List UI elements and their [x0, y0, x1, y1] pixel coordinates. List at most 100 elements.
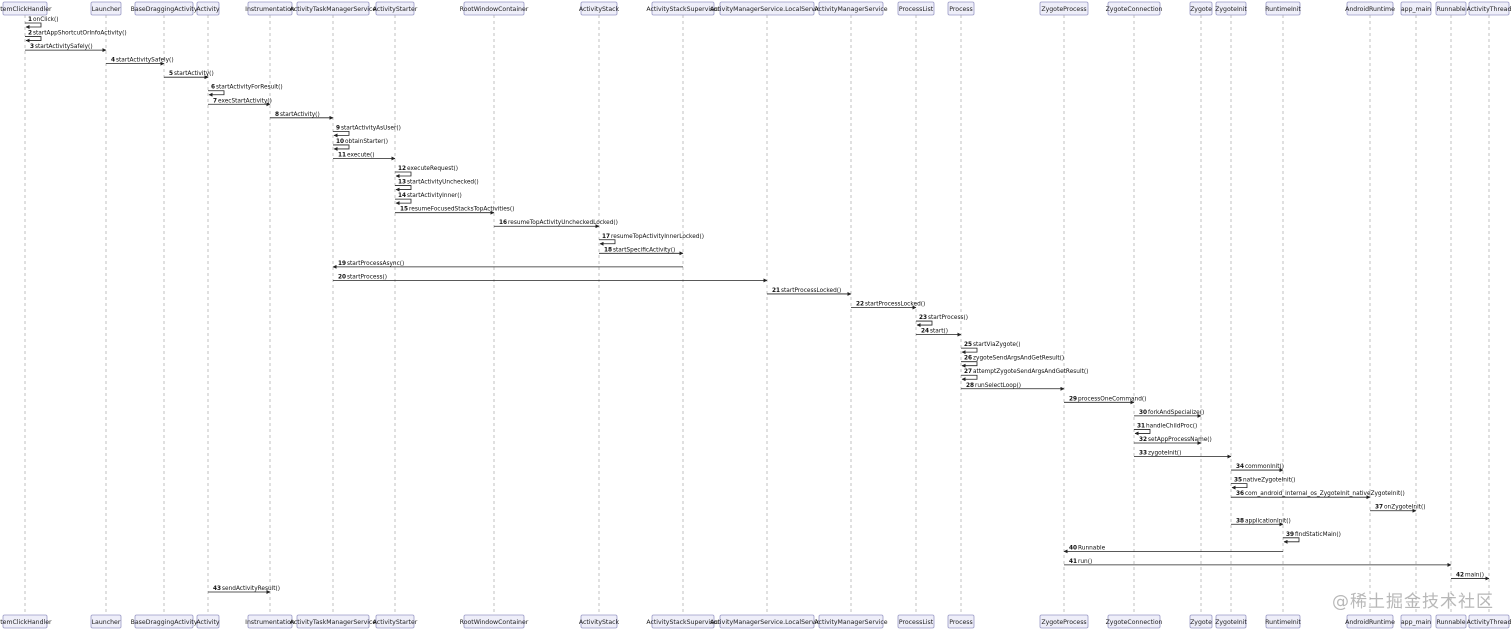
participant-name: ZygoteInit	[1215, 6, 1247, 13]
message-number: 18	[604, 247, 612, 253]
participant-name: ActivityStack	[579, 6, 620, 13]
message-number: 27	[964, 369, 972, 375]
self-message-arrow	[333, 130, 350, 138]
message-number: 2	[28, 31, 32, 37]
participant-box-top: ZygoteInit	[1215, 1, 1247, 16]
participant-name: ProcessList	[899, 6, 934, 13]
message-number: 24	[921, 329, 929, 335]
message-number: 11	[338, 152, 346, 158]
participant-box-bottom: RuntimeInit	[1265, 614, 1301, 629]
participant-name: ActivityStackSupervisor	[646, 6, 720, 13]
participant-name: app_main	[1401, 619, 1431, 626]
participant-box-bottom: ZygoteProcess	[1039, 614, 1089, 629]
message-number: 40	[1069, 545, 1077, 551]
message-number: 30	[1139, 410, 1147, 416]
watermark-text: @稀土掘金技术社区	[1332, 592, 1494, 612]
message-number: 7	[213, 98, 217, 104]
participant-name: Runnable	[1436, 619, 1465, 626]
message-label: resumeFocusedStacksTopActivities()	[409, 207, 514, 213]
participant-name: app_main	[1401, 6, 1431, 13]
participant-name: ItemClickHandler	[0, 619, 52, 626]
message-number: 38	[1236, 518, 1244, 524]
message-number: 33	[1139, 451, 1147, 457]
message-number: 1	[28, 17, 32, 23]
participant-box-bottom: app_main	[1400, 614, 1432, 629]
self-message-arrow	[395, 171, 412, 179]
participant-box-bottom: ActivityTaskManagerService	[290, 614, 376, 629]
participant-name: ZygoteInit	[1215, 619, 1247, 626]
participant-box-bottom: ActivityThread	[1467, 614, 1511, 629]
message-label: startProcessLocked()	[781, 288, 841, 294]
message-number: 16	[499, 220, 507, 226]
message-label: startActivity()	[174, 71, 214, 77]
participant-box-top: Launcher	[90, 1, 122, 16]
message-label: startProcess()	[928, 315, 968, 321]
self-message-arrow	[395, 185, 412, 192]
participant-name: ZygoteProcess	[1041, 619, 1086, 626]
participant-name: ActivityThread	[1467, 6, 1512, 13]
message-label: startActivityUnchecked()	[407, 180, 479, 186]
message-label: onZygoteInit()	[1384, 505, 1425, 511]
self-message-arrow	[1231, 483, 1248, 490]
message-label: commonInit()	[1245, 464, 1284, 470]
participant-box-bottom: Process	[947, 614, 975, 629]
participant-name: ZygoteConnection	[1106, 6, 1163, 13]
message-label: startProcessLocked()	[865, 302, 925, 308]
message-label: zygoteInit()	[1148, 451, 1181, 457]
message-label: onClick()	[33, 17, 59, 23]
participant-name: RootWindowContainer	[460, 619, 529, 626]
participant-name: Launcher	[92, 6, 121, 13]
participant-box-top: Runnable	[1435, 1, 1467, 16]
message-number: 6	[211, 85, 215, 91]
message-number: 17	[602, 234, 610, 240]
message-label: startAppShortcutOrInfoActivity()	[33, 31, 127, 37]
participant-name: BaseDraggingActivity	[131, 6, 198, 13]
message-label: resumeTopActivityInnerLocked()	[611, 234, 704, 240]
participant-box-bottom: RootWindowContainer	[460, 614, 529, 629]
message-label: com_android_internal_os_ZygoteInit_nativ…	[1245, 491, 1405, 497]
message-label: startActivity()	[280, 112, 320, 118]
participant-name: Launcher	[92, 619, 121, 626]
participant-name: ActivityStackSupervisor	[646, 619, 720, 626]
message-number: 9	[336, 125, 340, 131]
participant-name: Zygote	[1190, 6, 1212, 13]
participant-name: Activity	[196, 619, 219, 626]
participant-box-bottom: ActivityStackSupervisor	[646, 614, 720, 629]
message-number: 14	[398, 193, 406, 199]
participant-box-top: ActivityManagerService	[814, 1, 888, 16]
message-number: 34	[1236, 464, 1244, 470]
participant-name: ActivityStack	[579, 619, 620, 626]
message-label: startActivitySafely()	[116, 58, 174, 64]
message-label: processOneCommand()	[1078, 396, 1146, 402]
message-label: zygoteSendArgsAndGetResult()	[973, 356, 1064, 362]
participant-name: ZygoteConnection	[1106, 619, 1163, 626]
message-number: 42	[1456, 572, 1464, 578]
message-label: startProcess()	[347, 274, 387, 280]
participant-box-bottom: Instrumentation	[245, 614, 295, 629]
self-message-arrow	[25, 36, 42, 43]
participant-name: Activity	[196, 6, 219, 13]
message-number: 29	[1069, 396, 1077, 402]
participant-box-bottom: Activity	[196, 614, 220, 629]
participant-box-top: ProcessList	[897, 1, 935, 16]
self-message-arrow	[208, 90, 225, 97]
